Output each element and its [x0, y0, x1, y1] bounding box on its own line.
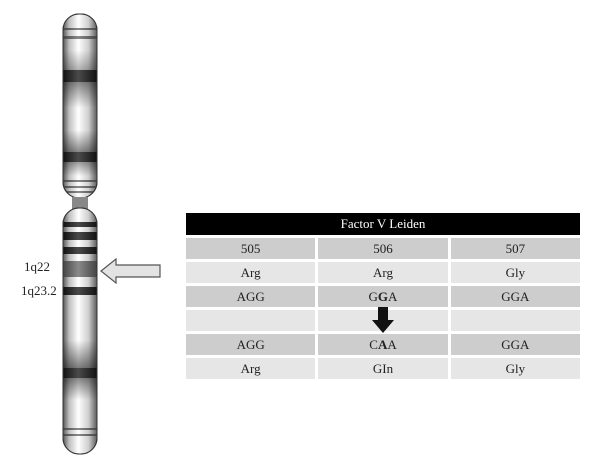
mutant-codon-506-pre: C: [369, 337, 378, 352]
down-arrow-icon: [371, 306, 394, 333]
mutation-arrow-cell-506: [318, 306, 448, 333]
wild-amino-acid-507: Gly: [450, 262, 580, 283]
wild-codon-506: GGA: [318, 286, 448, 307]
factor-v-leiden-table: Factor V Leiden 505 506 507 Arg Arg Gly …: [186, 213, 580, 379]
position-506: 506: [318, 238, 448, 259]
band-label-1q23-2: 1q23.2: [21, 283, 57, 298]
chromosome-p-arm: [62, 13, 98, 199]
mutant-amino-acid-506: GIn: [318, 358, 448, 379]
mutation-arrow-cell-507: [450, 310, 580, 331]
wild-codon-506-pre: G: [368, 289, 378, 304]
mutant-codon-row: AGG CAA GGA: [186, 334, 580, 355]
hollow-left-arrow-icon: [100, 258, 161, 284]
table-title: Factor V Leiden: [186, 213, 580, 235]
position-507: 507: [450, 238, 580, 259]
mutant-codon-506-mutated-base: A: [377, 337, 388, 352]
wild-codon-507: GGA: [450, 286, 580, 307]
mutation-arrow-cell-505: [186, 310, 316, 331]
wild-codon-506-mutated-base: G: [377, 289, 389, 304]
mutant-amino-acid-row: Arg GIn Gly: [186, 358, 580, 379]
chromosome-1-ideogram: [62, 13, 98, 455]
mutant-codon-505: AGG: [186, 334, 316, 355]
mutant-codon-506-post: A: [387, 337, 397, 352]
wild-codon-505: AGG: [186, 286, 316, 307]
position-505: 505: [186, 238, 316, 259]
mutant-amino-acid-507: Gly: [450, 358, 580, 379]
mutation-arrow-row: [186, 306, 580, 333]
mutant-amino-acid-505: Arg: [186, 358, 316, 379]
centromere: [72, 197, 88, 209]
wild-amino-acid-505: Arg: [186, 262, 316, 283]
wild-type-amino-acid-row: Arg Arg Gly: [186, 262, 580, 283]
mutant-codon-507: GGA: [450, 334, 580, 355]
wild-type-codon-row: AGG GGA GGA: [186, 286, 580, 307]
wild-codon-506-post: A: [388, 289, 398, 304]
mutant-codon-506: CAA: [318, 334, 448, 355]
position-row: 505 506 507: [186, 238, 580, 259]
wild-amino-acid-506: Arg: [318, 262, 448, 283]
band-label-1q22: 1q22: [24, 259, 50, 274]
chromosome-q-arm: [62, 207, 98, 455]
